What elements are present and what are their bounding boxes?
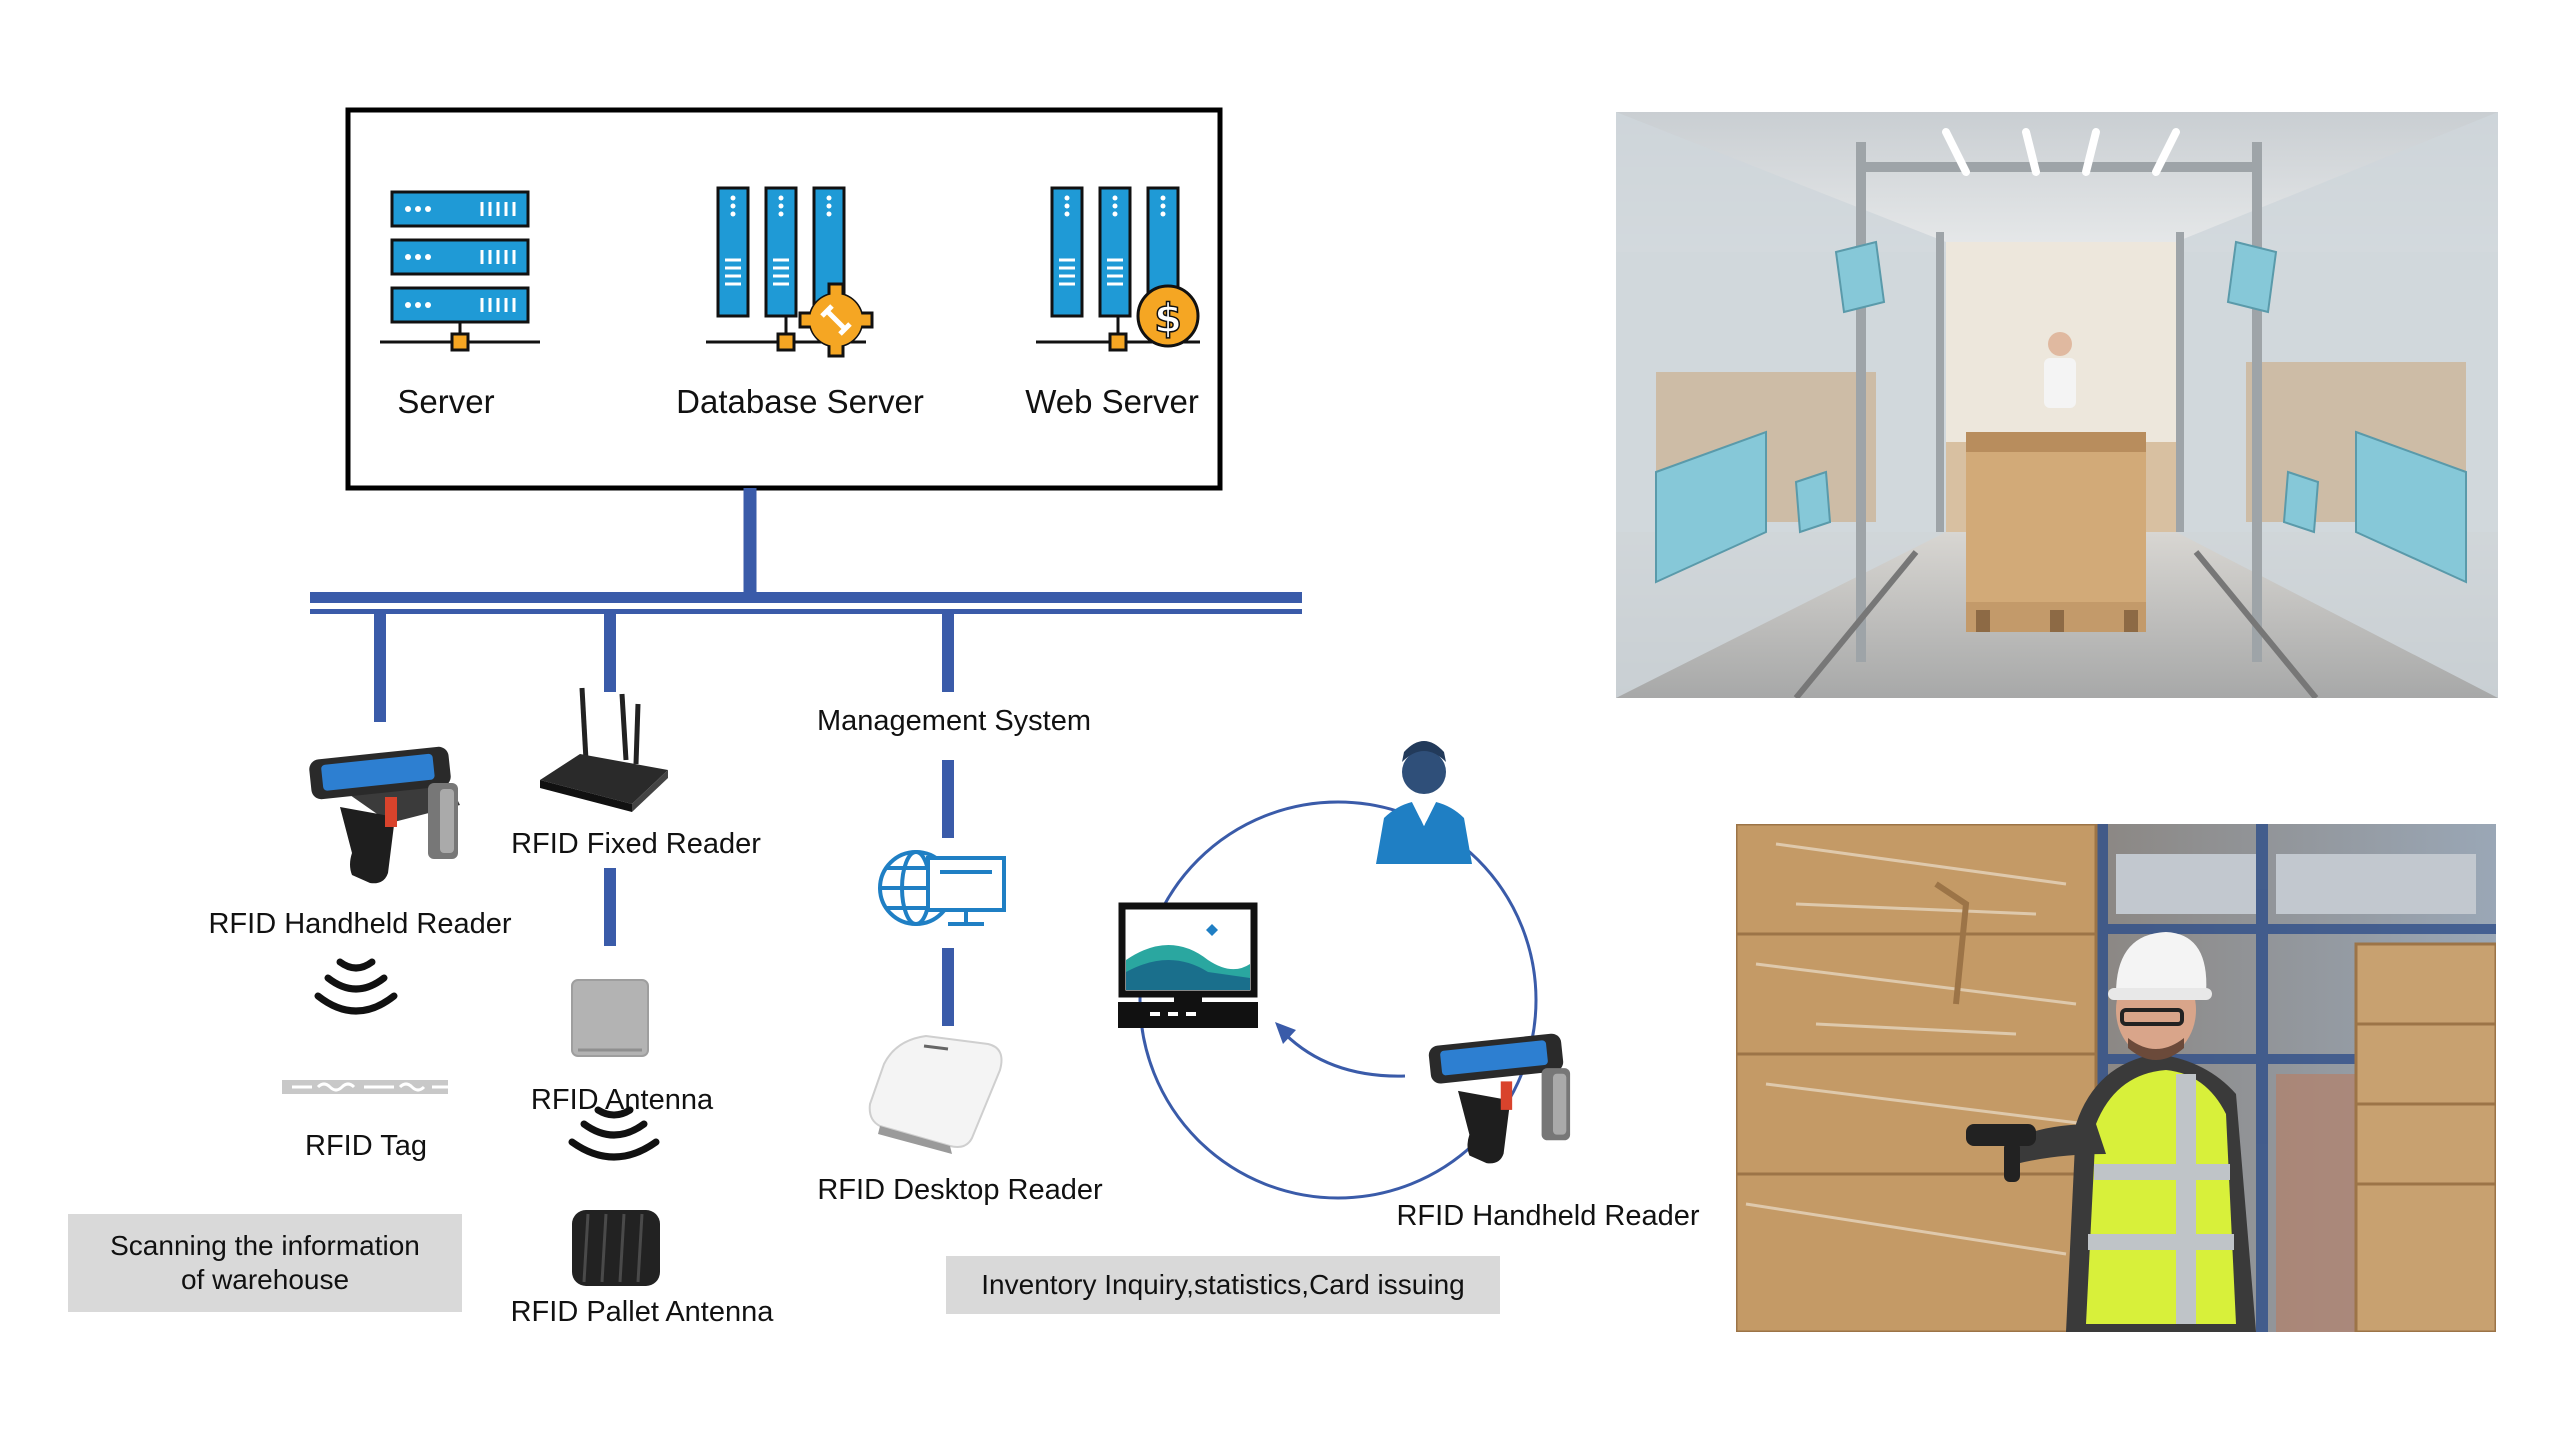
fixed-reader-icon xyxy=(540,687,668,812)
workflow-arrow xyxy=(1283,1032,1406,1078)
desktop-reader-label: RFID Desktop Reader xyxy=(817,1174,1103,1206)
inventory-note: Inventory Inquiry,statistics,Card issuin… xyxy=(946,1256,1500,1314)
pallet-antenna-label: RFID Pallet Antenna xyxy=(510,1296,774,1328)
web-server-icon: $ xyxy=(1036,186,1200,352)
pallet-antenna-icon xyxy=(572,1210,660,1286)
database-server-icon xyxy=(706,186,874,358)
rfid-tag-label: RFID Tag xyxy=(305,1130,427,1162)
rfid-portal-photo xyxy=(1616,112,2498,698)
user-icon xyxy=(1376,741,1472,864)
rf-signal-icon-left xyxy=(314,958,398,1015)
server-group-box xyxy=(345,107,1223,491)
server-icon xyxy=(380,190,540,352)
desktop-reader-icon xyxy=(868,1034,1003,1154)
rfid-tag-icon xyxy=(282,1080,452,1094)
monitor-icon xyxy=(1118,902,1258,1028)
management-computer-icon xyxy=(878,850,1006,926)
warehouse-scan-note: Scanning the information of warehouse xyxy=(68,1214,462,1312)
warehouse-worker-photo xyxy=(1736,824,2496,1332)
svg-text:$: $ xyxy=(1154,296,1182,342)
fixed-reader-label: RFID Fixed Reader xyxy=(511,828,761,860)
dollar-icon xyxy=(1136,284,1200,348)
network-bus-top xyxy=(310,592,1302,603)
handheld-reader-right-label: RFID Handheld Reader xyxy=(1396,1200,1700,1232)
network-bus-bottom xyxy=(310,609,1302,614)
handheld-reader-left-label: RFID Handheld Reader xyxy=(208,908,512,940)
handheld-reader-icon xyxy=(309,746,460,884)
rfid-antenna-icon xyxy=(571,979,649,1057)
rfid-antenna-label: RFID Antenna xyxy=(530,1084,714,1116)
web-server-label: Web Server xyxy=(1025,383,1199,420)
management-system-label: Management System xyxy=(816,705,1092,737)
database-server-label: Database Server xyxy=(676,383,924,420)
rf-signal-icon-right xyxy=(568,1106,660,1161)
workflow-cycle xyxy=(1138,800,1538,1200)
handheld-reader-icon-right xyxy=(1428,1033,1571,1164)
server-label: Server xyxy=(397,383,495,420)
